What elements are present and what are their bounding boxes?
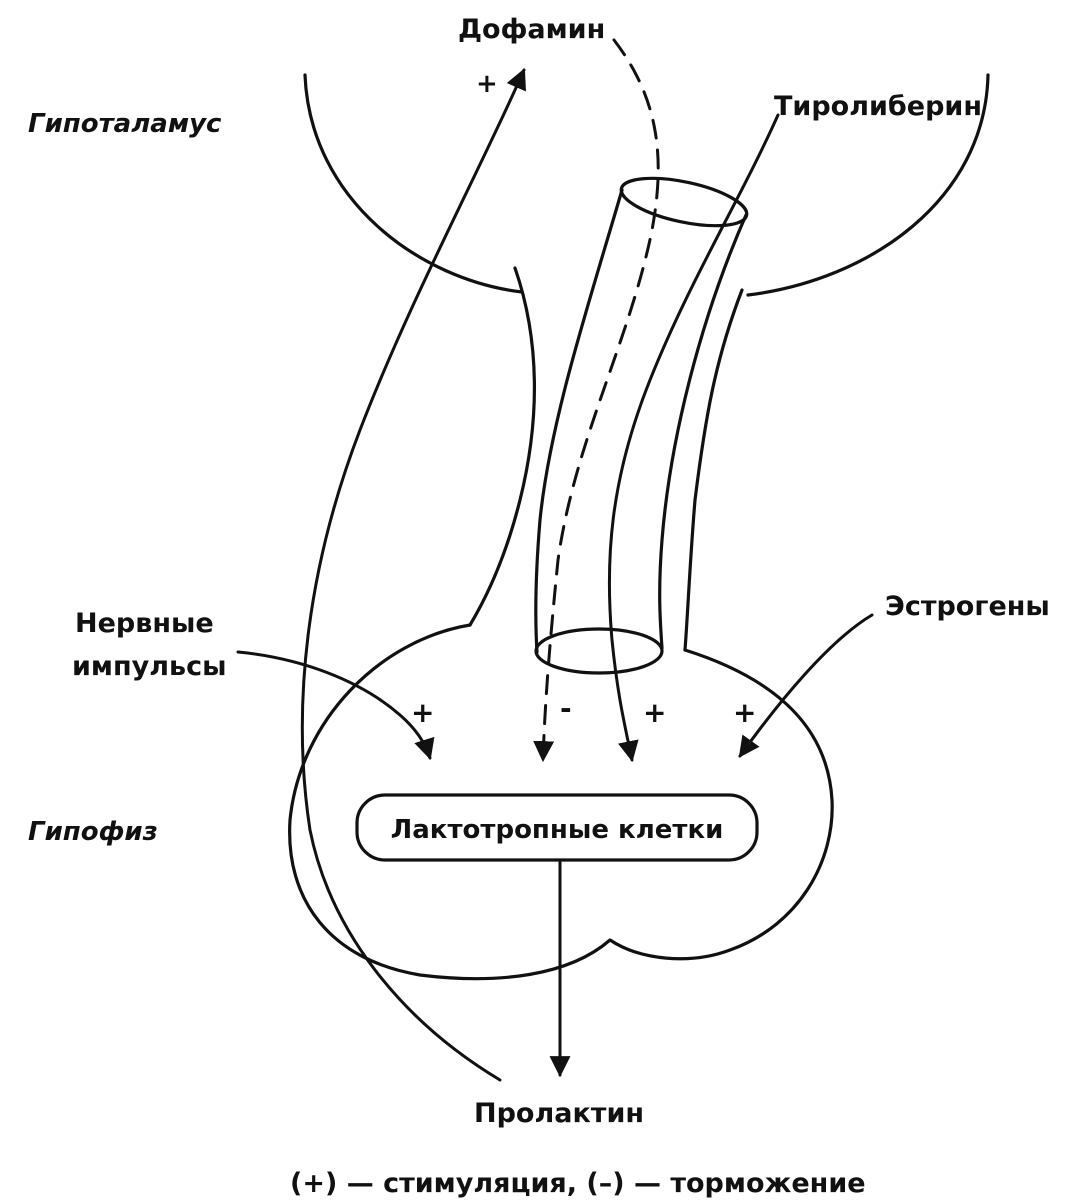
dopamine-top-sign: + [476, 69, 498, 99]
nerve-impulses-label-line2: импульсы [72, 651, 227, 682]
nerve-impulses-arrow [238, 652, 430, 758]
dopamine-label: Дофамин [458, 14, 605, 45]
nerve-impulses-label-line1: Нервные [75, 608, 214, 639]
stalk-left-wall [470, 268, 534, 625]
portal-vessel-right [660, 215, 746, 648]
hypothalamus-outline [305, 75, 522, 292]
portal-vessel-bottom [536, 629, 662, 673]
hypothalamus-label: Гипоталамус [28, 109, 222, 139]
thyroliberin-label: Тиролиберин [774, 91, 982, 122]
nerve-sign: + [411, 696, 434, 729]
estrogens-sign: + [733, 696, 756, 729]
legend-label: (+) — стимуляция, (–) — торможение [290, 1168, 866, 1199]
portal-vessel-top [617, 169, 751, 235]
stalk-right-wall [685, 290, 742, 650]
prolactin-label: Пролактин [474, 1098, 644, 1129]
dopamine-sign: - [560, 692, 572, 725]
estrogens-label: Эстрогены [885, 591, 1050, 622]
thyroliberin-arrow [609, 115, 778, 760]
prolactin-feedback-arrow [302, 70, 524, 1080]
lactotroph-cells-label: Лактотропные клетки [391, 815, 724, 845]
thyroliberin-sign: + [643, 696, 666, 729]
pituitary-label: Гипофиз [28, 817, 158, 847]
